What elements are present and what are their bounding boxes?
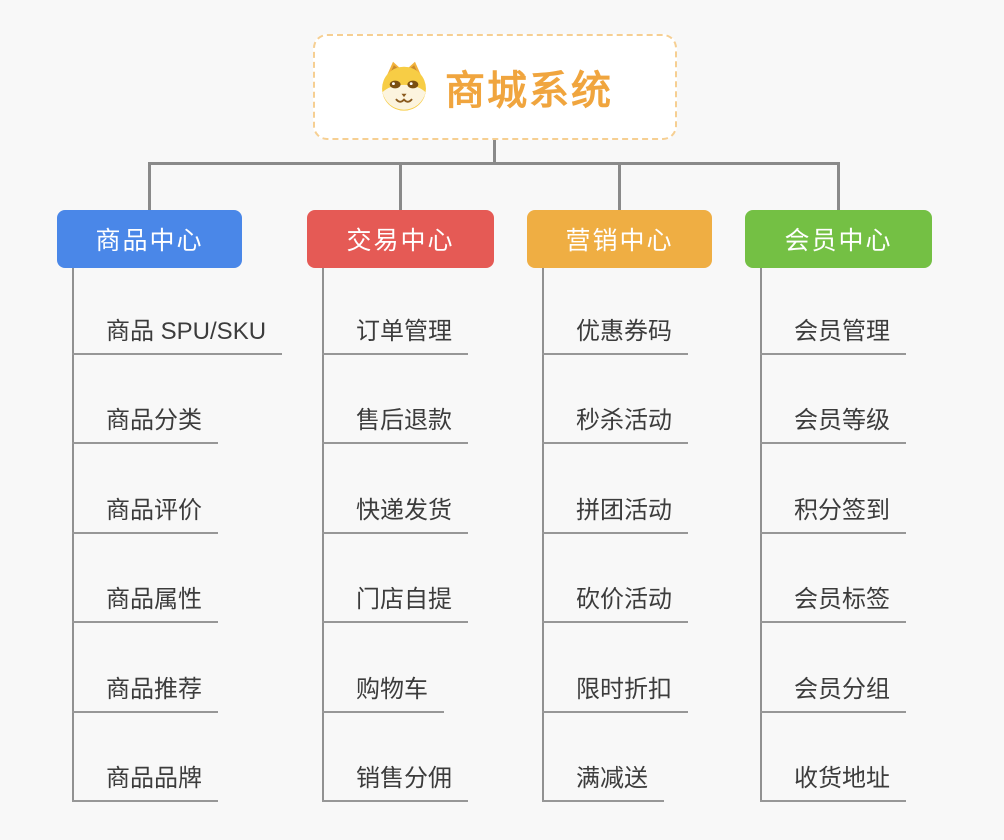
leaf-node[interactable]: 售后退款 <box>322 404 468 444</box>
leaf-node[interactable]: 商品属性 <box>72 583 218 623</box>
leaf-label[interactable]: 销售分佣 <box>322 762 468 802</box>
branch-trunk-line <box>322 268 324 802</box>
leaf-node[interactable]: 秒杀活动 <box>542 404 688 444</box>
root-connector-stub <box>493 140 496 163</box>
leaf-node[interactable]: 订单管理 <box>322 315 468 355</box>
leaf-label[interactable]: 商品品牌 <box>72 762 218 802</box>
leaf-label[interactable]: 收货地址 <box>760 762 906 802</box>
leaf-label[interactable]: 积分签到 <box>760 494 906 534</box>
leaf-label[interactable]: 砍价活动 <box>542 583 688 623</box>
leaf-node[interactable]: 商品品牌 <box>72 762 218 802</box>
branch-header-member-center[interactable]: 会员中心 <box>745 210 932 268</box>
branch-marketing-center: 营销中心 优惠券码 秒杀活动 拼团活动 砍价活动 限时折扣 满减送 <box>527 210 712 810</box>
leaf-label[interactable]: 会员管理 <box>760 315 906 355</box>
leaf-node[interactable]: 商品 SPU/SKU <box>72 315 283 355</box>
leaf-label[interactable]: 会员分组 <box>760 673 906 713</box>
leaf-label[interactable]: 门店自提 <box>322 583 468 623</box>
leaf-node[interactable]: 限时折扣 <box>542 673 688 713</box>
leaf-node[interactable]: 销售分佣 <box>322 762 468 802</box>
leaf-node[interactable]: 门店自提 <box>322 583 468 623</box>
dog-face-icon <box>382 61 426 111</box>
leaf-label[interactable]: 快递发货 <box>322 494 468 534</box>
leaf-node[interactable]: 会员标签 <box>760 583 906 623</box>
branch-header-marketing-center[interactable]: 营销中心 <box>527 210 712 268</box>
leaf-node[interactable]: 满减送 <box>542 762 664 802</box>
leaf-node[interactable]: 商品推荐 <box>72 673 218 713</box>
branch-connector-drop <box>837 162 840 210</box>
leaf-node[interactable]: 积分签到 <box>760 494 906 534</box>
leaf-label[interactable]: 商品分类 <box>72 404 218 444</box>
branch-trunk-line <box>542 268 544 802</box>
branch-product-center: 商品中心 商品 SPU/SKU 商品分类 商品评价 商品属性 商品推荐 商品品牌 <box>57 210 283 810</box>
leaf-label[interactable]: 会员标签 <box>760 583 906 623</box>
branch-connector-drop <box>148 162 151 210</box>
leaf-label[interactable]: 秒杀活动 <box>542 404 688 444</box>
leaf-node[interactable]: 会员等级 <box>760 404 906 444</box>
leaf-label[interactable]: 商品属性 <box>72 583 218 623</box>
branch-connector-drop <box>399 162 402 210</box>
leaf-label[interactable]: 购物车 <box>322 673 444 713</box>
branch-trunk-line <box>72 268 74 802</box>
branch-connector-bus <box>148 162 840 165</box>
leaf-node[interactable]: 购物车 <box>322 673 444 713</box>
branch-header-trade-center[interactable]: 交易中心 <box>307 210 494 268</box>
leaf-label[interactable]: 售后退款 <box>322 404 468 444</box>
leaf-label[interactable]: 商品评价 <box>72 494 218 534</box>
branch-member-center: 会员中心 会员管理 会员等级 积分签到 会员标签 会员分组 收货地址 <box>745 210 932 810</box>
branch-trade-center: 交易中心 订单管理 售后退款 快递发货 门店自提 购物车 销售分佣 <box>307 210 494 810</box>
branch-header-product-center[interactable]: 商品中心 <box>57 210 242 268</box>
leaf-label[interactable]: 商品推荐 <box>72 673 218 713</box>
leaf-label[interactable]: 订单管理 <box>322 315 468 355</box>
leaf-node[interactable]: 会员管理 <box>760 315 906 355</box>
leaf-node[interactable]: 收货地址 <box>760 762 906 802</box>
branch-trunk-line <box>760 268 762 802</box>
leaf-node[interactable]: 商品评价 <box>72 494 218 534</box>
leaf-node[interactable]: 砍价活动 <box>542 583 688 623</box>
root-title: 商城系统 <box>445 69 613 113</box>
branch-connector-drop <box>618 162 621 210</box>
leaf-label[interactable]: 限时折扣 <box>542 673 688 713</box>
leaf-label[interactable]: 优惠券码 <box>542 315 688 355</box>
leaf-label[interactable]: 满减送 <box>542 762 664 802</box>
root-node[interactable]: 商城系统 <box>313 34 677 140</box>
leaf-label[interactable]: 会员等级 <box>760 404 906 444</box>
leaf-node[interactable]: 商品分类 <box>72 404 218 444</box>
leaf-label[interactable]: 拼团活动 <box>542 494 688 534</box>
leaf-label[interactable]: 商品 SPU/SKU <box>72 315 283 355</box>
leaf-node[interactable]: 会员分组 <box>760 673 906 713</box>
leaf-node[interactable]: 快递发货 <box>322 494 468 534</box>
leaf-node[interactable]: 拼团活动 <box>542 494 688 534</box>
leaf-node[interactable]: 优惠券码 <box>542 315 688 355</box>
